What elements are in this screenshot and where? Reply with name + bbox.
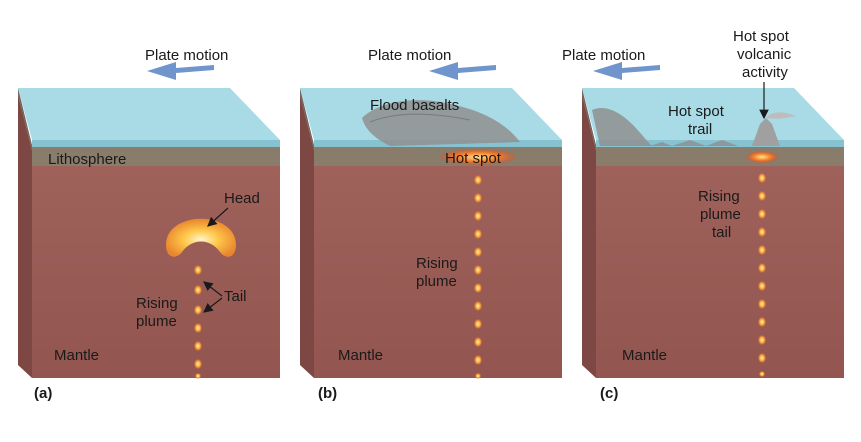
plate-motion-label: Plate motion [562,47,645,64]
plate-motion-label: Plate motion [368,47,451,64]
tail-label: Tail [224,288,247,305]
volcanic-activity-label-line3: activity [742,64,788,81]
mantle-label: Mantle [338,347,383,364]
tail-pointer-upper [203,281,223,297]
mantle-layer [32,165,280,378]
plate-motion-arrow [593,62,660,80]
lithosphere-label: Lithosphere [48,151,126,168]
block-side-face [300,95,314,378]
panel-letter-b: (b) [318,385,337,402]
hot-spot-label: Hot spot [445,150,502,167]
rising-plume-label-line1: Rising [136,295,178,312]
block-side-face [18,95,32,378]
rising-plume-label-line2: plume [136,313,177,330]
volcanic-plume-cloud [766,112,796,119]
rising-plume-tail-label-line2: plume [700,206,741,223]
plume-tail [758,173,766,377]
plate-motion-arrow [429,62,496,80]
panel-a: Plate motion Lithosphere Head Tail Risin… [18,47,280,402]
panel-b: Plate motion Flood basalts Hot spot Risi… [300,47,562,402]
plume-head [166,218,236,257]
block-side-face [582,95,596,378]
lithosphere-layer [596,147,844,166]
plate-motion-label: Plate motion [145,47,228,64]
panel-c: Plate motion Hot spot volcanic activity … [562,28,844,402]
plume-tail [474,175,482,379]
hot-spot-trail-label-line2: trail [688,121,712,138]
hot-spot-glow [440,149,516,165]
old-flood-basalts [592,107,652,146]
mantle-layer [596,165,844,378]
volcanic-activity-label-line1: Hot spot [733,28,790,45]
lithosphere-layer [314,147,562,166]
hot-spot-volcano [752,118,780,146]
rising-plume-tail-label-line1: Rising [698,188,740,205]
head-label: Head [224,190,260,207]
ocean-surface [18,88,280,140]
tail-pointer-lower [203,297,223,313]
ocean-surface [582,88,844,140]
hot-spot-glow [746,151,778,163]
rising-plume-label-line2: plume [416,273,457,290]
hot-spot-trail [650,140,738,146]
plume-tail [194,265,202,379]
mantle-layer [314,165,562,378]
mantle-label: Mantle [622,347,667,364]
rising-plume-label-line1: Rising [416,255,458,272]
plate-motion-arrow [147,62,214,80]
panel-letter-a: (a) [34,385,52,402]
flood-basalts-mound [362,100,520,146]
panel-letter-c: (c) [600,385,618,402]
rising-plume-tail-label-line3: tail [712,224,731,241]
lithosphere-layer [32,147,280,166]
volcanic-activity-label-line2: volcanic [737,46,792,63]
head-pointer [207,207,229,227]
flood-basalts-label: Flood basalts [370,97,459,114]
mantle-label: Mantle [54,347,99,364]
hot-spot-trail-label-line1: Hot spot [668,103,725,120]
